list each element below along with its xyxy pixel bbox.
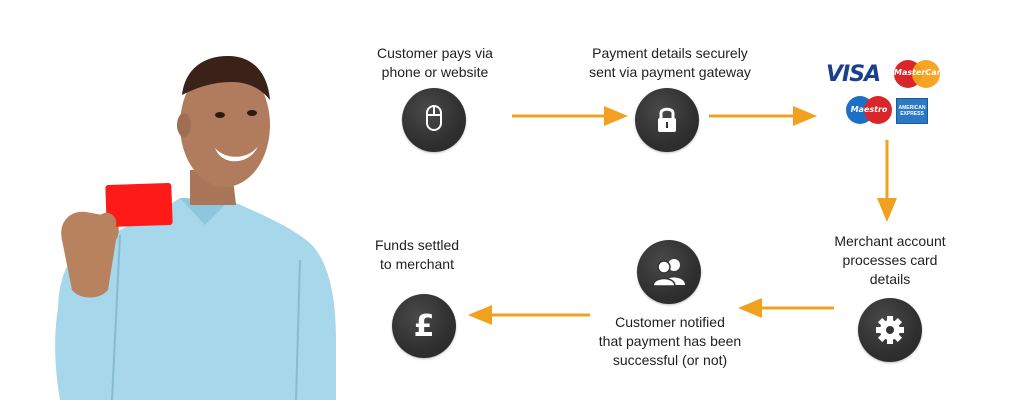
step-merchant-label: Merchant account processes card details [834,233,946,287]
users-icon [652,259,685,287]
arrow-brands-to-merchant [877,140,897,222]
lock-icon [658,107,676,132]
step-notified-circle [637,240,701,304]
step-pay-label: Customer pays via phone or website [377,45,493,80]
step-secure-label: Payment details securely sent via paymen… [589,45,751,80]
arrow-notified-to-funds [468,305,590,325]
step-funds-label: Funds settled to merchant [374,237,460,272]
amex-logo: AMERICAN EXPRESS [896,98,928,124]
card-brand-logos: VISA MasterCard Maestro AMERICAN EXPRESS [822,58,952,128]
mouse-icon [426,105,442,131]
pound-icon: £ [414,309,435,343]
svg-text:£: £ [414,309,435,343]
step-notified-label: Customer notified that payment has been … [598,314,742,368]
gear-icon [876,316,904,344]
mastercard-text: MasterCard [894,68,947,77]
step-pay-circle [402,88,466,152]
step-merchant-circle [858,298,922,362]
arrow-secure-to-brands [709,106,817,126]
step-funds-circle: £ [392,294,456,358]
mastercard-logo: MasterCard [894,60,947,88]
step-secure-circle [635,88,699,152]
arrow-pay-to-secure [512,106,628,126]
maestro-logo: Maestro [846,96,892,124]
visa-logo: VISA [826,62,881,87]
maestro-text: Maestro [850,105,888,114]
arrow-merchant-to-notified [738,298,834,318]
person-holding-card-image [55,55,336,400]
